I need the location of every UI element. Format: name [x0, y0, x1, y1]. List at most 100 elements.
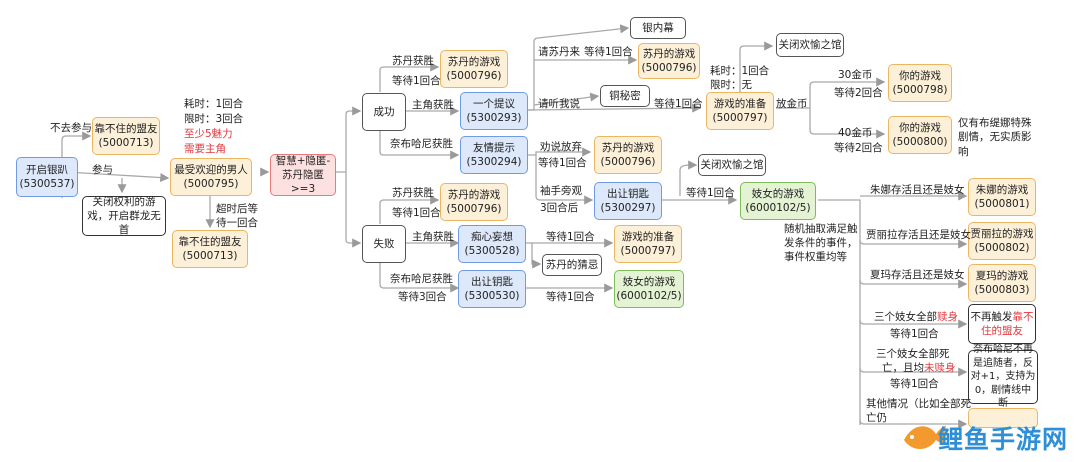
label-wait1-j: 等待1回合 [890, 378, 939, 390]
node-text: 关闭欢愉之馆 [778, 38, 842, 51]
node-close-pleasure-hall-1: 关闭欢愉之馆 [776, 33, 844, 57]
label-random-event-2: 发条件的事件， [784, 237, 858, 249]
node-a-suggestion: 一个提议 (5300293) [460, 92, 528, 130]
node-sultan-game-2: 苏丹的游戏 (5000796) [638, 43, 700, 79]
node-title: 贾丽拉的游戏 [970, 227, 1034, 240]
label-gold-30: 30金币 [838, 69, 873, 81]
label-hero-win-2: 主角获胜 [412, 231, 454, 243]
label-hero-win-1: 主角获胜 [412, 99, 454, 111]
node-text: 关闭欢愉之馆 [700, 158, 764, 171]
node-code: (5000796) [641, 62, 697, 74]
node-no-trigger: 不再触发靠不 住的盟友 [968, 304, 1036, 344]
node-title: 苏丹的游戏 [601, 141, 655, 154]
node-code: (5000713) [182, 250, 238, 262]
node-code: (5000801) [974, 198, 1030, 210]
label-wait3: 等待3回合 [398, 291, 447, 303]
node-game-prep-2: 游戏的准备 (5000797) [614, 225, 682, 263]
node-nabuhani: 奈布哈尼不再是追随者，反对+1，支持为0，剧情线中断 [968, 344, 1038, 409]
node-zhuna-game: 朱娜的游戏 (5000801) [968, 178, 1036, 216]
label-after-3: 3回合后 [540, 202, 579, 214]
label-wait1-g: 等待1回合 [546, 231, 595, 243]
node-code: (5000796) [446, 203, 502, 215]
node-text: 铜秘密 [609, 89, 641, 102]
label-three-redeemed: 三个妓女全部赎身 [874, 310, 958, 324]
label-invite-me: 请听我说 [538, 98, 580, 110]
node-courtesan-game-1: 妓女的游戏 (6000102/5) [740, 182, 816, 220]
node-code: (5000803) [974, 284, 1030, 296]
node-code: (5000713) [98, 137, 154, 149]
label-wait1-a: 等待1回合 [392, 75, 441, 87]
label-sultan-win-1: 苏丹获胜 [392, 55, 434, 67]
three-dead-text: 亡，且均 [882, 362, 924, 374]
label-invite-sultan: 请苏丹来 [538, 46, 580, 58]
label-wait1-i: 等待1回合 [890, 328, 939, 340]
label-random-event: 随机抽取满足触 [784, 223, 858, 235]
label-wait2-a: 等待2回合 [834, 87, 883, 99]
label-wait1-d: 等待1回合 [538, 157, 587, 169]
label-wait1-c: 等待1回合 [654, 98, 703, 110]
node-title: 开启银趴 [26, 163, 68, 176]
node-text: 智慧+隐匿-苏丹隐匿>=3 [275, 154, 331, 196]
label-random-event-3: 事件权重均等 [784, 251, 847, 263]
label-join: 参与 [92, 164, 113, 176]
label-jiali-alive: 贾丽拉存活且还是妓女 [866, 229, 971, 241]
node-title: 友情提示 [473, 141, 515, 154]
label-stand-by: 袖手旁观 [540, 185, 582, 197]
label-wait1-h: 等待1回合 [546, 291, 595, 303]
node-code: (5000795) [183, 178, 239, 190]
no-trigger-tail: 住的盟友 [981, 325, 1023, 337]
node-text: 奈布哈尼不再是追随者，反对+1，支持为0，剧情线中断 [970, 344, 1036, 410]
no-trigger-plain: 不再触发 [970, 310, 1013, 323]
label-nabuhani-win-1: 奈布哈尼获胜 [390, 138, 453, 150]
node-infatuation: 痴心妄想 (5300528) [458, 225, 526, 263]
node-close-game: 关闭权利的游戏，开启群龙无首 [82, 196, 166, 236]
carp-logo-icon [904, 426, 946, 449]
node-title: 一个提议 [473, 97, 515, 110]
node-courtesan-game-2: 妓女的游戏 (6000102/5) [614, 270, 684, 308]
only-bruna-note: 仅有布缇娜特殊剧情，无实质影响 [958, 117, 1032, 158]
node-sultan-game-3: 苏丹的游戏 (5000796) [594, 136, 662, 174]
node-code: (5000798) [892, 84, 948, 96]
node-hand-over-key-2: 出让钥匙 (5300530) [458, 270, 526, 308]
node-title: 痴心妄想 [471, 230, 513, 243]
no-trigger-line-1: 不再触发靠不 [971, 310, 1034, 324]
label-timeout-wait2: 待一回合 [216, 217, 258, 229]
node-jiali-game: 贾丽拉的游戏 (5000802) [968, 222, 1036, 260]
node-title: 妓女的游戏 [622, 275, 676, 288]
node-friendly-hint: 友情提示 (5300294) [460, 136, 528, 174]
node-hand-over-key-1: 出让钥匙 (5300297) [594, 182, 662, 220]
node-partial-bottom [968, 408, 1038, 428]
node-code: (6000102/5) [745, 202, 811, 214]
label-sultan-win-2: 苏丹获胜 [392, 187, 434, 199]
label-time-limit: 限时：3回合 [184, 113, 244, 125]
node-title: 你的游戏 [899, 121, 941, 134]
node-game-prep-1: 游戏的准备 (5000797) [706, 92, 774, 130]
node-success: 成功 [362, 93, 406, 131]
node-text: 失败 [373, 237, 395, 250]
label-persuade-quit: 劝说放弃 [540, 141, 582, 153]
node-title: 你的游戏 [899, 69, 941, 82]
label-need-master: 需要主角 [184, 143, 226, 155]
three-redeemed-highlight: 赎身 [937, 311, 958, 323]
node-title: 朱娜的游戏 [975, 183, 1029, 196]
node-text: 苏丹的猜忌 [545, 258, 599, 271]
node-title: 出让钥匙 [471, 275, 513, 288]
label-gold-40: 40金币 [838, 127, 873, 139]
label-other-a: 其他情况（比如全部死 [866, 398, 971, 410]
watermark-text: 鲤鱼手游网 [938, 425, 1069, 454]
label-nabuhani-win-2: 奈布哈尼获胜 [390, 273, 453, 285]
node-xiama-game: 夏玛的游戏 (5000803) [968, 264, 1036, 302]
node-title: 最受欢迎的男人 [174, 163, 248, 176]
node-failure: 失败 [362, 225, 406, 263]
node-your-game-1: 你的游戏 (5000798) [888, 64, 952, 102]
node-code: (5300297) [600, 202, 656, 214]
label-xiama-alive: 夏玛存活且还是妓女 [870, 269, 965, 281]
label-three-dead-b: 亡，且均未赎身 [882, 361, 956, 375]
node-title: 靠不住的盟友 [94, 122, 158, 135]
node-code: (5000802) [974, 242, 1030, 254]
node-title: 妓女的游戏 [751, 187, 805, 200]
node-sultan-game-1: 苏丹的游戏 (5000796) [440, 50, 508, 88]
label-wait2-b: 等待2回合 [834, 142, 883, 154]
node-silver-curtain: 银内幕 [630, 17, 686, 39]
